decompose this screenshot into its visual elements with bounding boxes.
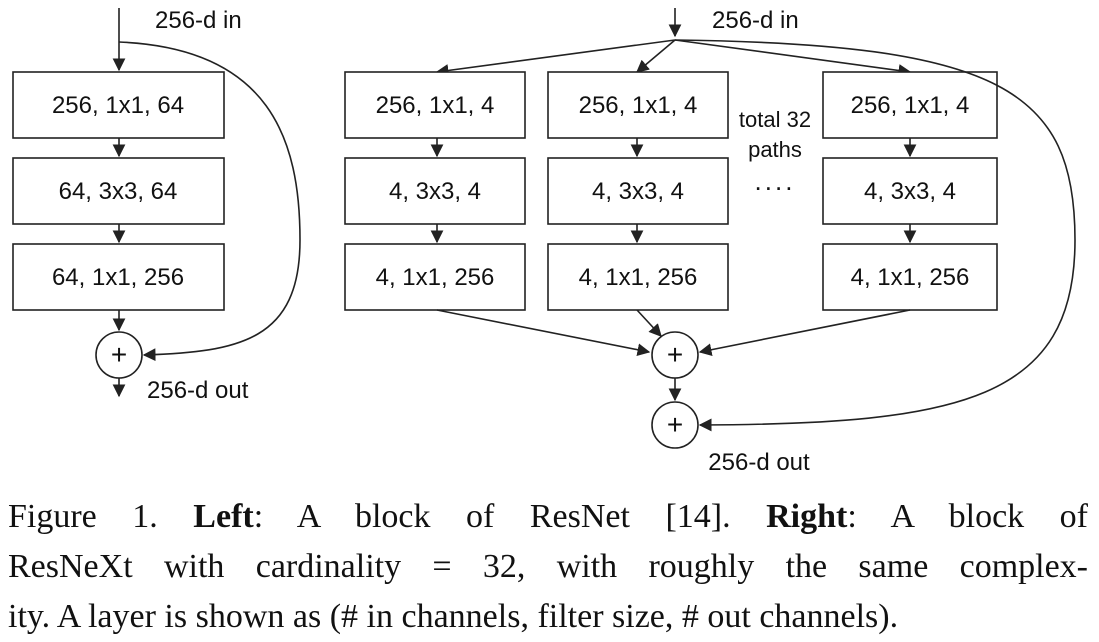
path-1-layer-1-box [344,71,526,139]
paths-note-line-2: paths [748,137,802,162]
right-input-label: 256-d in [712,7,799,34]
right-output-label: 256-d out [708,449,810,476]
merge-arrow-2 [636,309,662,337]
caption-line-3: ity. A layer is shown as (# in channels,… [8,598,899,635]
left-shortcut-arrow [118,41,301,362]
merge-arrow-1 [436,309,651,357]
right-shortcut-arrow [674,39,1076,432]
residual-sum-symbol: + [667,409,683,440]
path-2-layer-3-label: 4, 1x1, 256 [579,264,698,291]
left-input-label: 256-d in [155,7,242,34]
caption-prefix: Figure 1. [8,498,194,535]
left-layer-1-label: 256, 1x1, 64 [52,92,184,119]
caption-left-text: : A block of ResNet [14]. [253,498,767,535]
path-3-layer-2-box [822,157,998,225]
left-sum-symbol: + [111,339,127,370]
caption-right-text: : A block of [847,498,1088,535]
figure-caption: Figure 1. Left: A block of ResNet [14]. … [8,492,1088,642]
split-arrow-3 [674,39,912,77]
path-1-layer-2-label: 4, 3x3, 4 [389,178,481,205]
path-3-layer-2-label: 4, 3x3, 4 [864,178,956,205]
path-3-layer-3-label: 4, 1x1, 256 [851,264,970,291]
path-2-layer-2-box [547,157,729,225]
path-1-layer-3-label: 4, 1x1, 256 [376,264,495,291]
right-resnext-block: 256-d in 256, 1x1, 4 4, 3x3, 4 4, 1x1, 2… [344,7,1076,476]
left-layer-3-label: 64, 1x1, 256 [52,264,184,291]
caption-left-bold: Left [193,498,254,535]
path-2-layer-3-box [547,243,729,311]
caption-line-1: Figure 1. Left: A block of ResNet [14]. … [8,492,1088,542]
split-arrow-2 [636,39,676,73]
caption-line-2: ResNeXt with cardinality = 32, with roug… [8,548,1088,585]
path-1-layer-1-label: 256, 1x1, 4 [376,92,495,119]
path-3-layer-1-label: 256, 1x1, 4 [851,92,970,119]
paths-note-line-1: total 32 [739,107,811,132]
path-1-layer-3-box [344,243,526,311]
caption-right-bold: Right [766,498,848,535]
path-1-layer-2-box [344,157,526,225]
residual-sum-node [651,401,699,449]
left-output-label: 256-d out [147,377,249,404]
resnet-resnext-diagram: 256-d in 256, 1x1, 64 64, 3x3, 64 64, 1x… [12,7,1076,476]
path-3-layer-3-box [822,243,998,311]
path-3-layer-1-box [822,71,998,139]
merge-arrow-3 [698,309,911,357]
path-2-layer-1-box [547,71,729,139]
path-2-layer-1-label: 256, 1x1, 4 [579,92,698,119]
aggregate-sum-symbol: + [667,339,683,370]
path-2-layer-2-label: 4, 3x3, 4 [592,178,684,205]
left-layer-2-box [12,157,225,225]
left-layer-3-box [12,243,225,311]
paths-ellipsis: .... [755,166,796,196]
left-layer-2-label: 64, 3x3, 64 [59,178,178,205]
split-arrow-1 [435,39,676,77]
left-resnet-block: 256-d in 256, 1x1, 64 64, 3x3, 64 64, 1x… [12,7,301,404]
